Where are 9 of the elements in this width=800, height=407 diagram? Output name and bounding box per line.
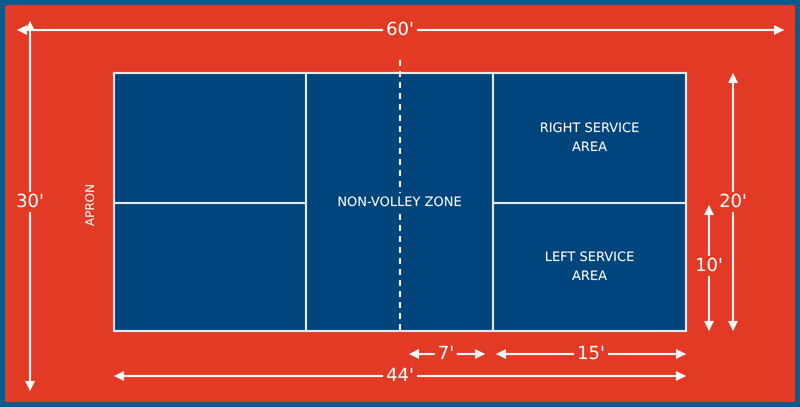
apron-label: APRON xyxy=(83,184,98,226)
service-area xyxy=(113,202,308,332)
non-volley-zone xyxy=(305,72,494,332)
service-area xyxy=(492,72,687,204)
area-label: LEFT SERVICE AREA xyxy=(544,249,636,286)
service-area xyxy=(113,72,308,204)
service-area xyxy=(492,202,687,332)
area-label: RIGHT SERVICE AREA xyxy=(538,120,640,157)
apron-area xyxy=(5,5,795,402)
